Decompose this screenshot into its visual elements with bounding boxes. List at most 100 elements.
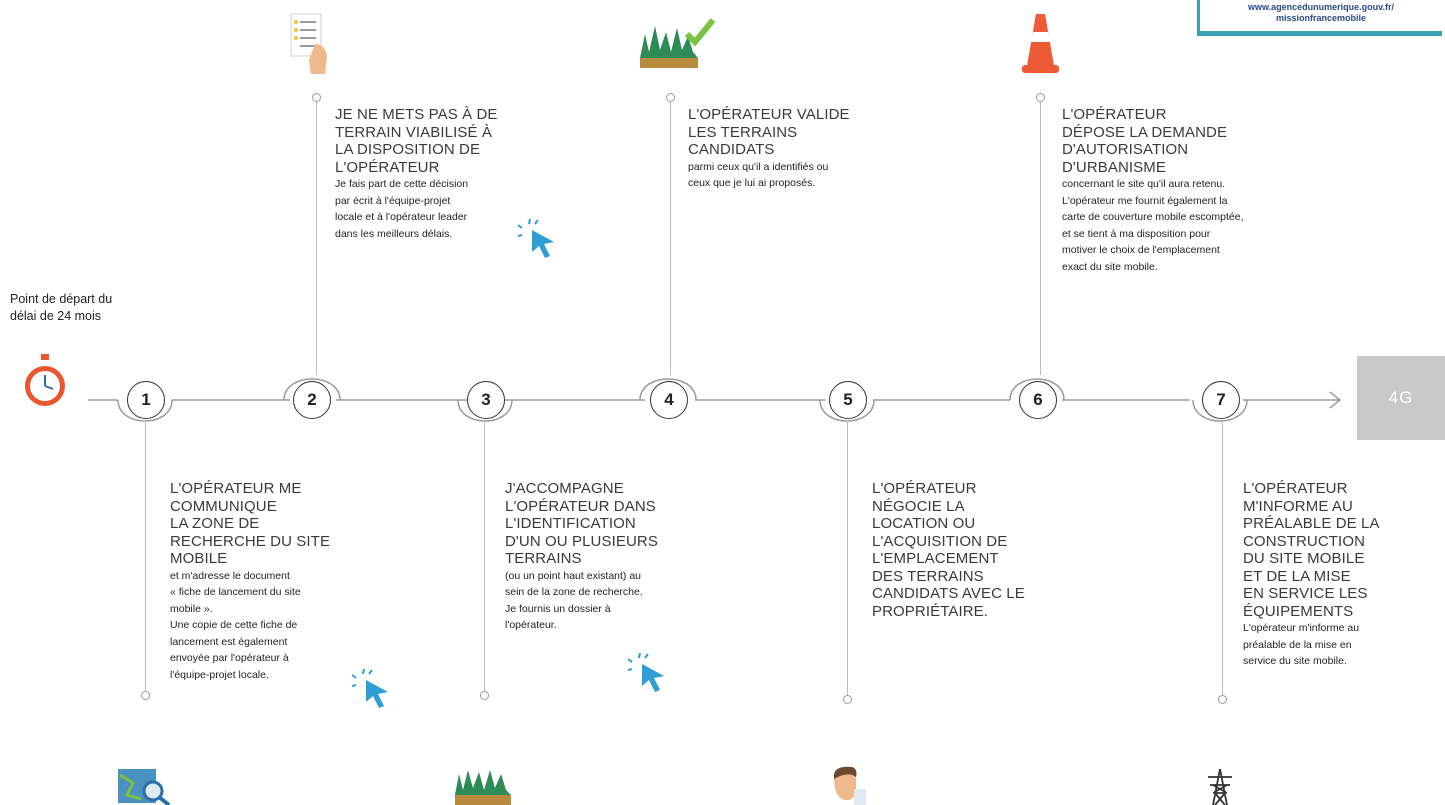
map-search-icon xyxy=(118,769,171,805)
step-6-title-line: L'OPÉRATEUR xyxy=(1062,106,1167,123)
step-7-title-line: DU SITE MOBILE xyxy=(1243,550,1365,567)
step-7-title-line: EN SERVICE LES xyxy=(1243,585,1368,602)
step-5-title-line: L'OPÉRATEUR xyxy=(872,480,977,497)
step-1-body-line: l'équipe-projet locale. xyxy=(170,668,269,681)
step-6-pin xyxy=(1036,93,1045,102)
step-5-number: 5 xyxy=(829,381,867,419)
step-7-title-line: M'INFORME AU xyxy=(1243,497,1353,515)
step-6-title-line: D'URBANISME xyxy=(1062,158,1166,176)
step-1-title-line: COMMUNIQUE xyxy=(170,497,277,515)
step-7-title-line: L'OPÉRATEUR xyxy=(1243,480,1348,497)
step-1-number: 1 xyxy=(127,381,165,419)
step-4-block: L'OPÉRATEUR VALIDE LES TERRAINS CANDIDAT… xyxy=(688,106,878,192)
step-1-body-line: et m'adresse le document xyxy=(170,569,290,582)
step-3-body-line: l'opérateur. xyxy=(505,619,557,631)
step-7-connector xyxy=(1222,420,1223,696)
traffic-cone-icon xyxy=(1022,14,1059,73)
step-7-title: L'OPÉRATEUR M'INFORME AU PRÉALABLE DE LA… xyxy=(1243,480,1438,620)
step-3-title: J'ACCOMPAGNE L'OPÉRATEUR DANS L'IDENTIFI… xyxy=(505,480,690,568)
start-label: Point de départ du délai de 24 mois xyxy=(10,291,112,325)
step-6-body-line: et se tient à ma disposition pour xyxy=(1062,227,1211,240)
step-5-pin xyxy=(843,695,852,704)
step-4-title: L'OPÉRATEUR VALIDE LES TERRAINS CANDIDAT… xyxy=(688,106,878,159)
step-2-body-line: Je fais part de cette décision xyxy=(335,178,469,190)
step-2-title: JE NE METS PAS À DE TERRAIN VIABILISÉ À … xyxy=(335,106,525,176)
step-3-pin xyxy=(480,691,489,700)
step-3-body-line: (ou un point haut existant) au xyxy=(505,569,642,582)
stopwatch-icon xyxy=(25,354,65,406)
step-4-title-line: CANDIDATS xyxy=(688,141,775,158)
step-7-title-line: ET DE LA MISE xyxy=(1243,567,1351,585)
step-6-title: L'OPÉRATEUR DÉPOSE LA DEMANDE D'AUTORISA… xyxy=(1062,106,1292,176)
step-1-title-line: RECHERCHE DU SITE xyxy=(170,532,331,550)
grass-icon xyxy=(455,770,511,805)
step-7-body: L'opérateur m'informe au préalable de la… xyxy=(1243,620,1438,670)
step-1-title: L'OPÉRATEUR ME COMMUNIQUE LA ZONE DE REC… xyxy=(170,480,370,568)
url-box: www.agencedunumerique.gouv.fr/ missionfr… xyxy=(1197,0,1442,36)
step-3-block: J'ACCOMPAGNE L'OPÉRATEUR DANS L'IDENTIFI… xyxy=(505,480,690,634)
step-2-block: JE NE METS PAS À DE TERRAIN VIABILISÉ À … xyxy=(335,106,525,242)
step-6-title-line: D'AUTORISATION xyxy=(1062,141,1189,158)
step-2-body-line: locale et à l'opérateur leader xyxy=(335,211,468,223)
step-4-number: 4 xyxy=(650,381,688,419)
step-5-title-line: DES TERRAINS xyxy=(872,567,984,585)
step-2-body-line: dans les meilleurs délais. xyxy=(335,227,453,240)
step-7-body-line: L'opérateur m'informe au xyxy=(1243,622,1360,634)
step-6-connector xyxy=(1040,100,1041,375)
step-1-block: L'OPÉRATEUR ME COMMUNIQUE LA ZONE DE REC… xyxy=(170,480,370,683)
4g-badge: 4G xyxy=(1357,356,1445,440)
step-1-body: et m'adresse le document « fiche de lanc… xyxy=(170,568,370,684)
pylon-icon xyxy=(1208,768,1232,805)
step-6-body-line: carte de couverture mobile escomptée, xyxy=(1062,211,1244,223)
step-5-block: L'OPÉRATEUR NÉGOCIE LA LOCATION OU L'ACQ… xyxy=(872,480,1062,620)
step-5-connector xyxy=(847,420,848,696)
checklist-icon xyxy=(290,13,327,74)
step-3-title-line: D'UN OU PLUSIEURS xyxy=(505,532,658,550)
step-2-number: 2 xyxy=(293,381,331,419)
step-7-title-line: PRÉALABLE DE LA xyxy=(1243,515,1380,532)
person-icon xyxy=(833,766,866,805)
step-2-title-line: TERRAIN VIABILISÉ À xyxy=(335,123,492,141)
grass-check-icon xyxy=(640,18,716,68)
url-line-1: www.agencedunumerique.gouv.fr/ xyxy=(1247,2,1395,12)
step-3-body-line: sein de la zone de recherche. xyxy=(505,586,643,598)
step-7-block: L'OPÉRATEUR M'INFORME AU PRÉALABLE DE LA… xyxy=(1243,480,1438,670)
step-7-pin xyxy=(1218,695,1227,704)
url-line-2: missionfrancemobile xyxy=(1275,12,1367,23)
step-4-body-line: ceux que je lui ai proposés. xyxy=(688,177,816,189)
step-2-pin xyxy=(312,93,321,102)
step-7-body-line: service du site mobile. xyxy=(1243,655,1347,667)
step-5-title: L'OPÉRATEUR NÉGOCIE LA LOCATION OU L'ACQ… xyxy=(872,480,1062,620)
step-4-title-line: LES TERRAINS xyxy=(688,123,798,141)
step-7-title-line: CONSTRUCTION xyxy=(1243,532,1366,550)
click-cursor-icon xyxy=(628,652,664,692)
step-6-body-line: exact du site mobile. xyxy=(1062,260,1158,273)
step-4-title-line: L'OPÉRATEUR VALIDE xyxy=(688,106,850,123)
step-1-connector xyxy=(145,420,146,692)
step-7-body-line: préalable de la mise en xyxy=(1243,638,1352,651)
step-5-title-line: NÉGOCIE LA xyxy=(872,497,965,515)
step-4-body: parmi ceux qu'il a identifiés ou ceux qu… xyxy=(688,159,878,192)
step-6-block: L'OPÉRATEUR DÉPOSE LA DEMANDE D'AUTORISA… xyxy=(1062,106,1292,275)
step-3-body: (ou un point haut existant) au sein de l… xyxy=(505,568,690,634)
step-3-title-line: J'ACCOMPAGNE xyxy=(505,480,624,497)
step-1-title-line: L'OPÉRATEUR ME xyxy=(170,480,302,497)
step-3-number: 3 xyxy=(467,381,505,419)
start-line-1: Point de départ du xyxy=(10,292,113,306)
step-2-title-line: JE NE METS PAS À DE xyxy=(335,106,498,123)
4g-label: 4G xyxy=(1388,388,1414,407)
step-1-body-line: mobile ». xyxy=(170,602,213,615)
step-1-body-line: lancement est également xyxy=(170,635,288,648)
step-6-body: concernant le site qu'il aura retenu. L'… xyxy=(1062,176,1292,275)
step-1-body-line: « fiche de lancement du site xyxy=(170,586,301,598)
step-6-body-line: concernant le site qu'il aura retenu. xyxy=(1062,178,1226,190)
step-3-title-line: TERRAINS xyxy=(505,550,582,567)
step-1-body-line: envoyée par l'opérateur à xyxy=(170,652,289,664)
step-5-title-line: L'EMPLACEMENT xyxy=(872,550,999,567)
step-5-title-line: CANDIDATS AVEC LE xyxy=(872,585,1025,602)
step-5-title-line: LOCATION OU xyxy=(872,515,976,532)
step-6-number: 6 xyxy=(1019,381,1057,419)
step-2-body-line: par écrit à l'équipe-projet xyxy=(335,194,451,207)
step-5-title-line: PROPRIÉTAIRE. xyxy=(872,602,989,620)
step-1-pin xyxy=(141,691,150,700)
